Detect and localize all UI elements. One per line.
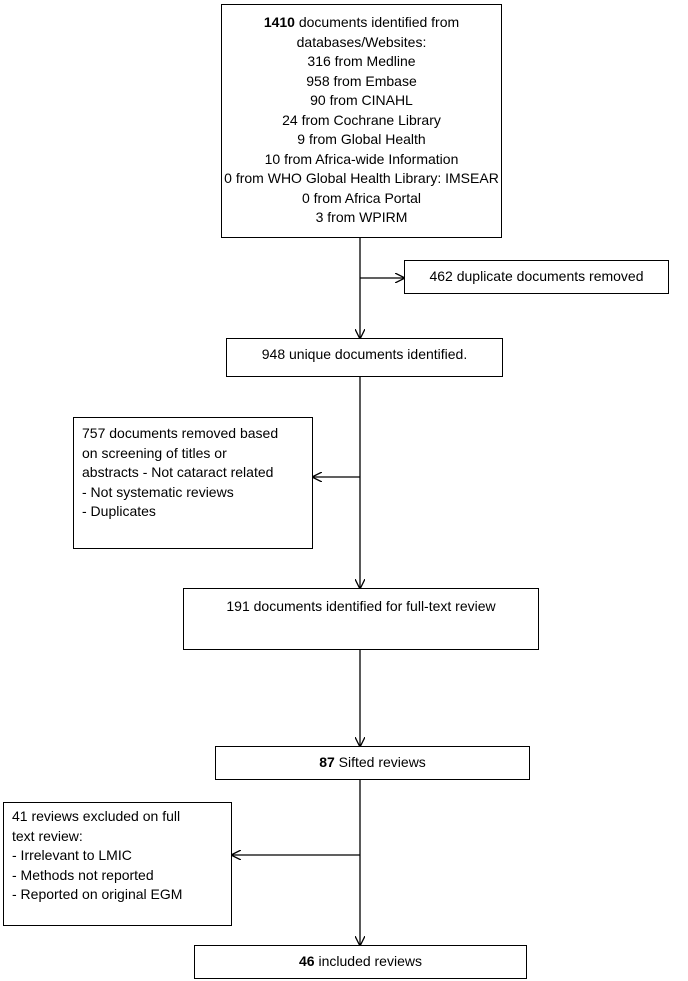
included-box: 46 included reviews [194,945,527,979]
duplicates-removed-box: 462 duplicate documents removed [404,260,669,294]
excluded-line: text review: [12,827,83,844]
identified-line: 90 from CINAHL [310,92,413,108]
identified-line: 958 from Embase [306,72,417,89]
screened-out-line: 757 documents removed based [82,425,279,441]
unique-text: 948 unique documents identified. [261,346,468,362]
identified-line: 9 from Global Health [297,131,426,147]
screened-out-box: 757 documents removed based on screening… [73,417,313,549]
screened-out-line: - Duplicates [82,503,156,519]
included-text: 46 included reviews [299,953,422,969]
full-text-text: 191 documents identified for full-text r… [226,598,496,614]
excluded-line: - Reported on original EGM [12,886,183,902]
identified-line: 0 from WHO Global Health Library: IMSEAR [224,170,499,186]
full-text-box: 191 documents identified for full-text r… [183,588,539,650]
screened-out-line: on screening of titles or [82,444,227,461]
excluded-line: 41 reviews excluded on full [12,808,181,824]
unique-box: 948 unique documents identified. [226,338,503,377]
identified-line: 24 from Cochrane Library [282,111,441,128]
identified-line: databases/Websites: [296,33,427,50]
screened-out-line: - Not systematic reviews [82,483,234,500]
excluded-line: - Methods not reported [12,866,154,883]
excluded-box: 41 reviews excluded on full text review:… [3,802,232,926]
identified-box: 1410 documents identified from databases… [221,4,502,238]
sifted-text: 87 Sifted reviews [319,754,426,770]
identified-line: 0 from Africa Portal [301,189,422,206]
identified-line: 10 from Africa-wide Information [264,150,459,167]
excluded-line: - Irrelevant to LMIC [12,847,132,863]
sifted-box: 87 Sifted reviews [215,746,530,780]
identified-line: 316 from Medline [307,53,416,69]
screened-out-line: abstracts - Not cataract related [82,464,274,480]
identified-heading: 1410 documents identified from [263,14,460,30]
duplicates-removed-text: 462 duplicate documents removed [429,268,644,284]
identified-line: 3 from WPIRM [315,209,408,225]
